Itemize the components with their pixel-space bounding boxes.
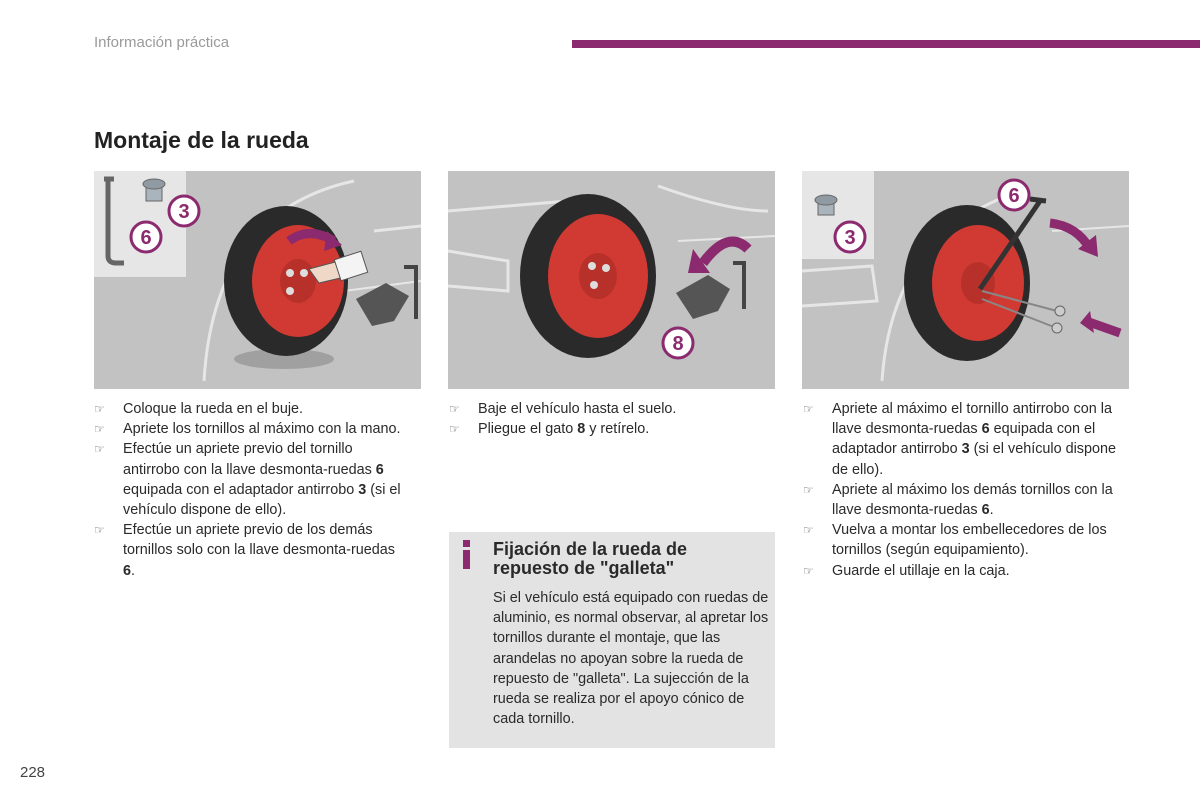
callout-6: 6: [1008, 185, 1019, 207]
list-item: ☞Efectúe un apriete previo del tornillo …: [94, 441, 401, 519]
illustration-tighten-bolts: 3 6: [802, 171, 1129, 389]
bullet-icon: ☞: [803, 563, 814, 578]
bullet-icon: ☞: [94, 402, 105, 416]
callout-6: 6: [140, 227, 151, 249]
bullet-icon: ☞: [94, 442, 105, 457]
header-accent-bar: [572, 40, 1200, 48]
list-item: ☞Guarde el utillaje en la caja.: [803, 561, 1133, 581]
bullet-icon: ☞: [803, 482, 814, 497]
list-item: ☞Coloque la rueda en el buje.: [94, 399, 404, 419]
steps-list: ☞Baje el vehículo hasta el suelo.☞Pliegu…: [449, 399, 759, 439]
callout-3: 3: [844, 227, 855, 249]
page-number: 228: [20, 764, 46, 781]
list-item: ☞Baje el vehículo hasta el suelo.: [449, 399, 759, 419]
bullet-icon: ☞: [449, 422, 460, 437]
illustration-fit-wheel: 3 6: [94, 171, 421, 389]
info-icon: [463, 540, 471, 569]
illustration-lower-vehicle: 8: [448, 171, 775, 389]
list-item: ☞Apriete al máximo los demás tornillos c…: [803, 481, 1113, 519]
bullet-icon: ☞: [94, 523, 105, 538]
callout-8: 8: [672, 333, 683, 355]
steps-column-middle: ☞Baje el vehículo hasta el suelo.☞Pliegu…: [449, 399, 759, 439]
bullet-icon: ☞: [803, 402, 814, 416]
steps-column-left: ☞Coloque la rueda en el buje.☞Apriete lo…: [94, 399, 404, 581]
page-title: Montaje de la rueda: [94, 127, 309, 153]
list-item: ☞Efectúe un apriete previo de los demás …: [94, 522, 395, 579]
steps-column-right: ☞Apriete al máximo el tornillo antirrobo…: [803, 399, 1133, 581]
list-item: ☞Vuelva a montar los embellecedores de l…: [803, 522, 1107, 559]
info-text: Si el vehículo está equipado con ruedas …: [493, 590, 769, 728]
steps-list: ☞Apriete al máximo el tornillo antirrobo…: [803, 399, 1133, 581]
bullet-icon: ☞: [803, 523, 814, 538]
list-item: ☞Apriete al máximo el tornillo antirrobo…: [803, 401, 1117, 478]
info-box: Fijación de la rueda de repuesto de "gal…: [449, 532, 775, 748]
callout-3: 3: [178, 201, 189, 223]
bullet-icon: ☞: [449, 402, 460, 416]
steps-list: ☞Coloque la rueda en el buje.☞Apriete lo…: [94, 399, 404, 581]
list-item: ☞Pliegue el gato 8 y retírelo.: [449, 419, 759, 439]
section-header: Información práctica: [94, 34, 230, 51]
bullet-icon: ☞: [94, 422, 105, 437]
info-title: Fijación de la rueda de repuesto de "gal…: [493, 539, 688, 578]
list-item: ☞Apriete los tornillos al máximo con la …: [94, 419, 404, 439]
